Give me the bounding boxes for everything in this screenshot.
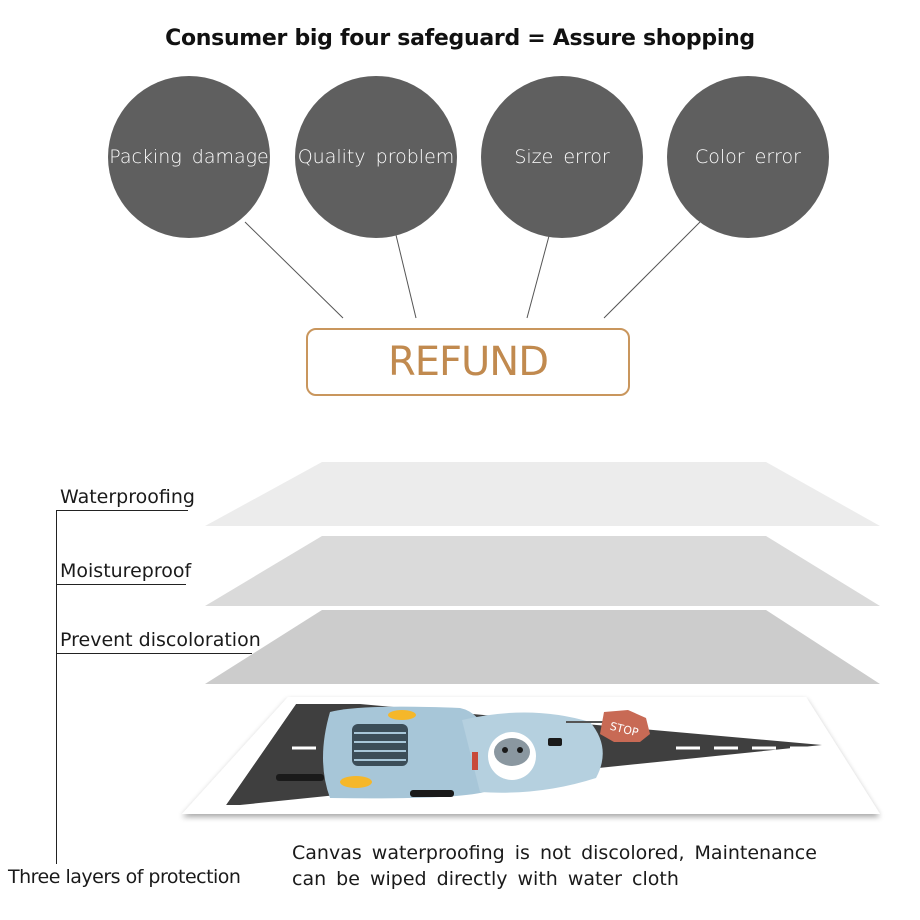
layer-label-waterproofing: Waterproofing xyxy=(60,486,195,508)
circle-label: Color error xyxy=(695,146,801,168)
circle-label: Packing damage xyxy=(109,146,269,168)
circle-label: Size error xyxy=(514,146,610,168)
car-light xyxy=(340,776,372,788)
label-underline xyxy=(56,653,252,654)
layer-sheet-waterproofing xyxy=(205,462,880,526)
stop-sign xyxy=(600,710,650,742)
refund-label: REFUND xyxy=(387,339,549,385)
car-grille xyxy=(352,724,408,766)
page-title: Consumer big four safeguard = Assure sho… xyxy=(165,26,755,51)
circle-packing-damage: Packing damage xyxy=(108,76,270,238)
layer-label-moistureproof: Moistureproof xyxy=(60,560,192,582)
layer-sheet-discoloration xyxy=(205,610,880,684)
bracket-line xyxy=(56,510,57,864)
car-light xyxy=(388,710,416,720)
label-underline xyxy=(56,584,186,585)
label-underline xyxy=(56,510,188,511)
circle-color-error: Color error xyxy=(667,76,829,238)
protection-label: Three layers of protection xyxy=(8,866,241,888)
layer-sheet-moistureproof xyxy=(205,536,880,606)
caption: Canvas waterproofing is not discolored, … xyxy=(292,840,817,892)
caption-line-1: Canvas waterproofing is not discolored, … xyxy=(292,842,817,864)
caption-line-2: can be wiped directly with water cloth xyxy=(292,868,679,890)
layer-label-discoloration: Prevent discoloration xyxy=(60,629,261,651)
circle-quality-problem: Quality problem xyxy=(295,76,457,238)
circle-size-error: Size error xyxy=(481,76,643,238)
circle-label: Quality problem xyxy=(297,146,455,168)
refund-box: REFUND xyxy=(306,328,630,396)
